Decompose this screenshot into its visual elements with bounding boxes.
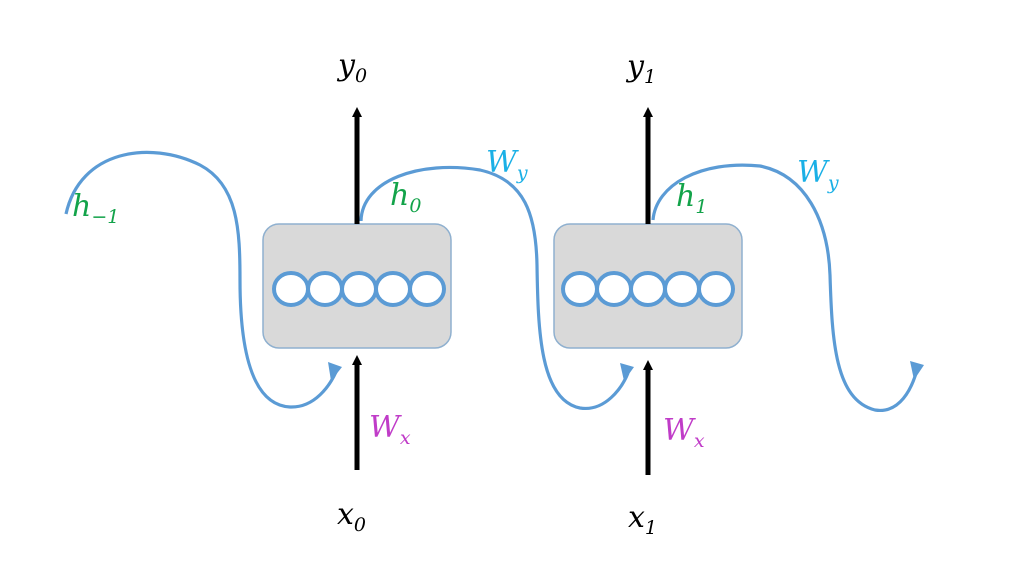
rnn-cell-0 — [262, 107, 452, 470]
neuron — [663, 271, 701, 307]
neuron — [595, 271, 633, 307]
input-weight-label-cell-1: Wx — [663, 413, 705, 452]
rnn-cell-1 — [553, 107, 743, 475]
recurrent-curve-h0 — [359, 165, 630, 410]
neuron — [629, 271, 667, 307]
output-label-y0: y0 — [336, 48, 367, 87]
input-label-x0: x0 — [337, 497, 366, 536]
hidden-state-label-initial: h−1 — [72, 189, 119, 228]
curve-arrowhead-into-cell-0 — [328, 362, 342, 381]
neuron — [561, 271, 599, 307]
curve-arrowhead-into-cell-1 — [620, 363, 634, 381]
recurrent-curve-h-minus-1 — [64, 150, 338, 409]
neuron — [697, 271, 735, 307]
recurrent-weight-label-cell-1: Wy — [797, 155, 839, 194]
neuron — [272, 271, 310, 307]
input-weight-label-cell-0: Wx — [369, 410, 411, 449]
neuron — [340, 271, 378, 307]
neuron — [306, 271, 344, 307]
neuron — [374, 271, 412, 307]
input-label-x1: x1 — [628, 500, 657, 539]
neuron-layer — [561, 271, 735, 307]
hidden-state-label-h1: h1 — [676, 179, 707, 218]
neuron-layer — [272, 271, 446, 307]
neuron — [408, 271, 446, 307]
output-label-y1: y1 — [625, 49, 656, 88]
curve-arrowhead-outgoing — [910, 361, 924, 380]
recurrent-curve-h1 — [651, 163, 919, 412]
hidden-state-label-h0: h0 — [390, 178, 421, 217]
recurrent-weight-label-cell-0: Wy — [486, 145, 528, 184]
